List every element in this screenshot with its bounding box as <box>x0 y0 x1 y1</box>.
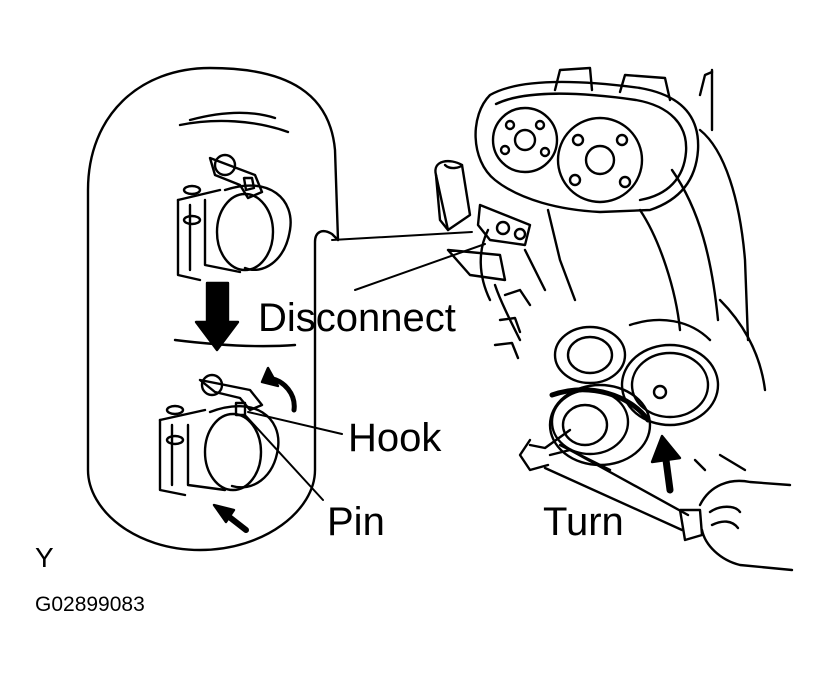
push-arrow-icon <box>225 513 249 533</box>
lower-tensioner-unit <box>158 338 297 497</box>
turn-label: Turn <box>543 500 624 544</box>
turn-arrow-icon <box>662 456 674 494</box>
view-letter: Y <box>35 542 54 573</box>
detail-inset <box>86 66 340 552</box>
inset-outline <box>86 66 340 552</box>
upper-tensioner-unit <box>176 111 292 282</box>
hook-label: Hook <box>348 416 442 460</box>
down-arrow-icon <box>194 281 240 352</box>
push-arrow-head-icon <box>212 503 236 524</box>
figure-code: G02899083 <box>35 593 145 616</box>
rotate-arrow-head-icon <box>260 366 280 388</box>
turn-arrow-head-icon <box>650 434 682 464</box>
engine-view <box>434 66 794 572</box>
pin-label: Pin <box>327 500 385 544</box>
disconnect-label: Disconnect <box>258 296 456 340</box>
